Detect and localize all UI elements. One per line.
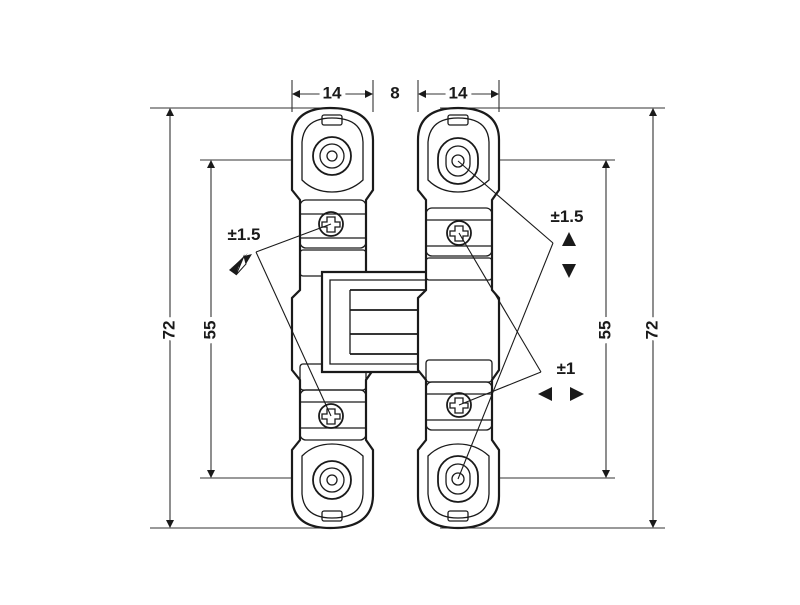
left-right-arrow-icon bbox=[538, 387, 584, 401]
dim-label-55-left: 55 bbox=[200, 321, 219, 340]
adjust-screw-left-top bbox=[318, 211, 344, 237]
adjust-label-left: ±1.5 bbox=[228, 225, 261, 244]
dim-label-14-right: 14 bbox=[449, 83, 468, 102]
dimension-width-left: 14 bbox=[292, 79, 373, 106]
adjust-right-vertical: ±1.5 bbox=[551, 207, 584, 278]
dim-label-72-right: 72 bbox=[642, 321, 661, 340]
dim-label-8: 8 bbox=[390, 83, 399, 102]
dimension-height-inner-right: 55 bbox=[591, 160, 618, 478]
adjust-left-diagonal: ±1.5 bbox=[228, 225, 261, 276]
diamond-diagonal-arrow-icon bbox=[229, 253, 252, 276]
dimension-width-right: 14 bbox=[418, 79, 499, 106]
hinge-leaf-right bbox=[416, 106, 501, 530]
adjust-screw-left-bottom bbox=[318, 403, 344, 429]
leader-lines bbox=[255, 160, 554, 480]
adjust-screw-right-top bbox=[446, 220, 472, 246]
dimension-gap: 8 bbox=[390, 83, 399, 102]
dim-label-72-left: 72 bbox=[159, 321, 178, 340]
dimension-height-inner-left: 55 bbox=[196, 160, 223, 478]
adjust-label-right-horizontal: ±1 bbox=[557, 359, 576, 378]
adjust-label-right-vertical: ±1.5 bbox=[551, 207, 584, 226]
up-down-arrow-icon bbox=[562, 232, 576, 278]
dimension-height-outer-left: 72 bbox=[155, 108, 182, 528]
dimension-height-outer-right: 72 bbox=[638, 108, 665, 528]
dim-label-14-left: 14 bbox=[323, 83, 342, 102]
adjust-right-horizontal: ±1 bbox=[538, 359, 584, 401]
extension-lines bbox=[150, 80, 665, 529]
dim-label-55-right: 55 bbox=[595, 321, 614, 340]
